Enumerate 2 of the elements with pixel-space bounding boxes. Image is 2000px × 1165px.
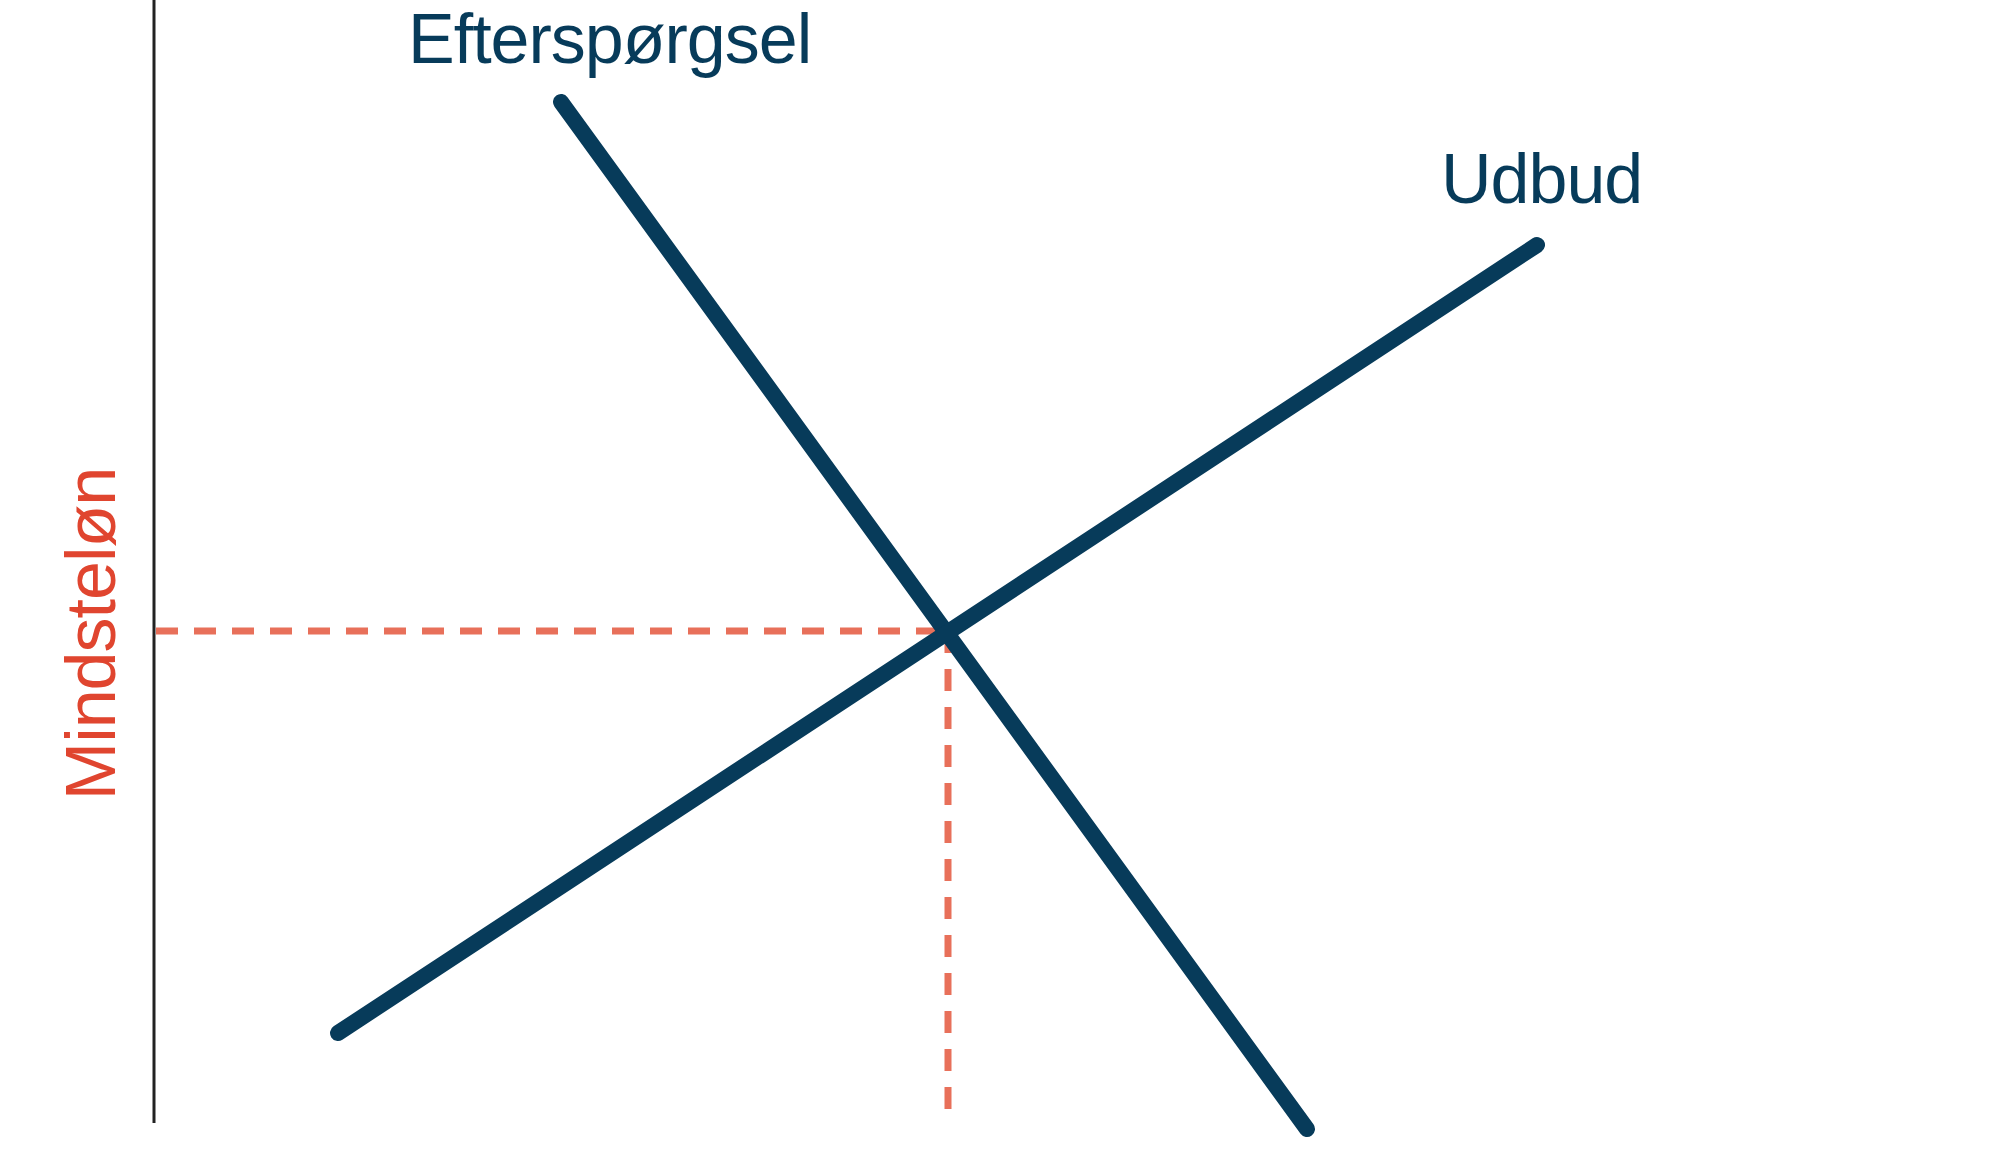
axis-label: Mindsteløn [56,467,126,801]
supply-curve-label: Udbud [1441,144,1643,214]
